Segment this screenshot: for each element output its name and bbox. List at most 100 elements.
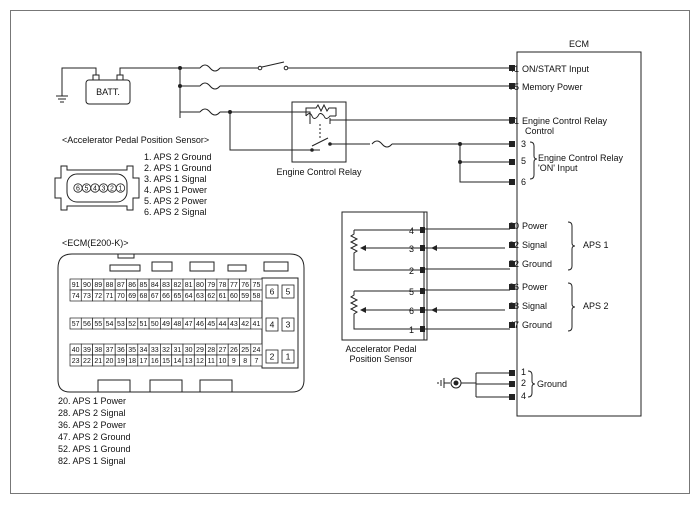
relay-box [291, 101, 347, 163]
aps-sensor-pin: 5 [409, 287, 414, 297]
ecm-connector-pin-label: 46 [196, 321, 204, 328]
ecm-connector-pin-label: 45 [207, 321, 215, 328]
legend-item: 47. APS 2 Ground [58, 432, 131, 442]
aps-sensor-pin: 3 [409, 244, 414, 254]
ecm-connector-pin-label: 69 [128, 293, 136, 300]
ecm-connector-pin-label: 76 [241, 282, 249, 289]
aps-sensor-pin: 1 [409, 325, 414, 335]
engine-control-relay: Engine Control Relay [276, 101, 362, 177]
aps-connector-pin [115, 183, 126, 193]
ignition-switch-icon [261, 61, 285, 68]
ecm-connector-pin-label: 81 [185, 282, 193, 289]
ecm-connector-pin-label: 63 [196, 293, 204, 300]
ecm-connector-pin-label: 71 [106, 293, 114, 300]
ecm-connector-pin-label: 40 [72, 347, 80, 354]
ecm-title: ECM [569, 39, 589, 49]
relay-label: Engine Control Relay [276, 167, 362, 177]
battery-ground-wire [61, 67, 97, 96]
ecm-connector-pin-label: 58 [253, 293, 261, 300]
legend-item: 52. APS 1 Ground [58, 444, 131, 454]
ecm-connector-pin-label: 36 [117, 347, 125, 354]
ecm-connector-pin-label: 4 [270, 320, 275, 330]
aps-sensor-pin: 4 [409, 226, 414, 236]
legend-item: 3. APS 1 Signal [144, 174, 207, 184]
ecm-connector-pin-label: 25 [241, 347, 249, 354]
ecm-connector-pin-label: 53 [117, 321, 125, 328]
ecm-connector-pin-label: 75 [253, 282, 261, 289]
ecm-connector-side-cell [265, 349, 279, 364]
ecm-pin-label: Control [525, 126, 554, 136]
brace-ground [527, 370, 536, 398]
legend-item: 82. APS 1 Signal [58, 456, 126, 466]
ecm-group-relay-on: Engine Control Relay [538, 153, 624, 163]
legend-item: 5. APS 2 Power [144, 196, 207, 206]
ecm-pin-label: Ground [522, 320, 552, 330]
ecm-block: ECM 41 75 21 3 5 6 20 82 52 36 28 47 1 2… [509, 39, 642, 417]
legend-item: 20. APS 1 Power [58, 396, 126, 406]
ecm-connector-pin-label: 80 [196, 282, 204, 289]
ecm-connector-pin-label: 7 [254, 358, 258, 365]
ecm-connector-pin-label: 87 [117, 282, 125, 289]
ecm-connector-pin-label: 20 [106, 358, 114, 365]
ecm-connector-pin-label: 11 [208, 358, 215, 365]
ecm-connector-pin-label: 5 [286, 287, 291, 297]
ecm-connector-pin-label: 89 [94, 282, 102, 289]
ecm-pin-label: Signal [522, 301, 547, 311]
ecm-connector-pin-label: 21 [94, 358, 102, 365]
ecm-pin-num: 4 [521, 391, 526, 401]
battery-label: BATT. [96, 87, 120, 97]
ecm-connector-pin-label: 3 [286, 320, 291, 330]
ecm-pin-label: Power [522, 221, 548, 231]
ecm-connector-pin-label: 27 [219, 347, 227, 354]
battery-pos-wire [119, 67, 180, 75]
ecm-connector-pin-label: 66 [162, 293, 170, 300]
aps-connector-legend: 1. APS 2 Ground 2. APS 1 Ground 3. APS 1… [144, 152, 212, 217]
ecm-connector-pin-label: 47 [185, 321, 193, 328]
ecm-connector-pin-label: 9 [232, 358, 236, 365]
aps-sensor-pin: 2 [409, 266, 414, 276]
ecm-connector-pin-label: 13 [185, 358, 193, 365]
ecm-connector-pin-label: 44 [219, 321, 227, 328]
ecm-connector-pin-label: 48 [173, 321, 181, 328]
fuse-icon [371, 140, 393, 148]
ecm-group-ground: Ground [537, 379, 567, 389]
ecm-connector-pin-label: 29 [196, 347, 204, 354]
ecm-connector-pin-label: 88 [106, 282, 114, 289]
fuse-icon [199, 82, 221, 90]
ecm-connector-pin-label: 17 [140, 358, 148, 365]
fuse-icon [199, 64, 221, 72]
ecm-connector-title: <ECM(E200-K)> [62, 238, 129, 248]
ecm-connector-pin-label: 78 [219, 282, 227, 289]
ecm-connector-pin-label: 67 [151, 293, 159, 300]
brace-aps2 [567, 282, 576, 332]
legend-item: 2. APS 1 Ground [144, 163, 212, 173]
battery-box [85, 79, 131, 105]
ecm-connector-pin-label: 90 [83, 282, 91, 289]
ecm-connector-pin-label: 2 [270, 352, 275, 362]
brace-relay-on [529, 141, 538, 180]
ecm-connector-pin-label: 18 [128, 358, 136, 365]
ecm-connector-pin-label: 19 [117, 358, 125, 365]
battery-ground-symbol [56, 95, 68, 103]
ecm-connector-side-cell [281, 284, 295, 299]
ecm-connector-pin-label: 74 [72, 293, 80, 300]
ecm-connector-side-cell [265, 317, 279, 332]
ecm-connector-pin-label: 42 [241, 321, 249, 328]
ecm-connector-pin-label: 23 [72, 358, 80, 365]
ecm-connector-side-cell [281, 349, 295, 364]
aps-sensor-label: Accelerator Pedal [345, 344, 416, 354]
ecm-connector-pin-label: 30 [185, 347, 193, 354]
ecm-pin-label: Signal [522, 240, 547, 250]
battery: BATT. [56, 67, 180, 105]
ecm-connector-pin-label: 70 [117, 293, 125, 300]
legend-item: 36. APS 2 Power [58, 420, 126, 430]
ecm-connector-pin-label: 43 [230, 321, 238, 328]
ecm-pin-num: 1 [521, 367, 526, 377]
ecm-connector-pin-label: 37 [106, 347, 114, 354]
ecm-pin-num: 6 [521, 177, 526, 187]
aps-connector-pin-label: 2 [110, 186, 114, 193]
brace-aps1 [567, 221, 576, 271]
legend-item: 6. APS 2 Signal [144, 207, 207, 217]
ecm-connector-pin-label: 61 [219, 293, 227, 300]
